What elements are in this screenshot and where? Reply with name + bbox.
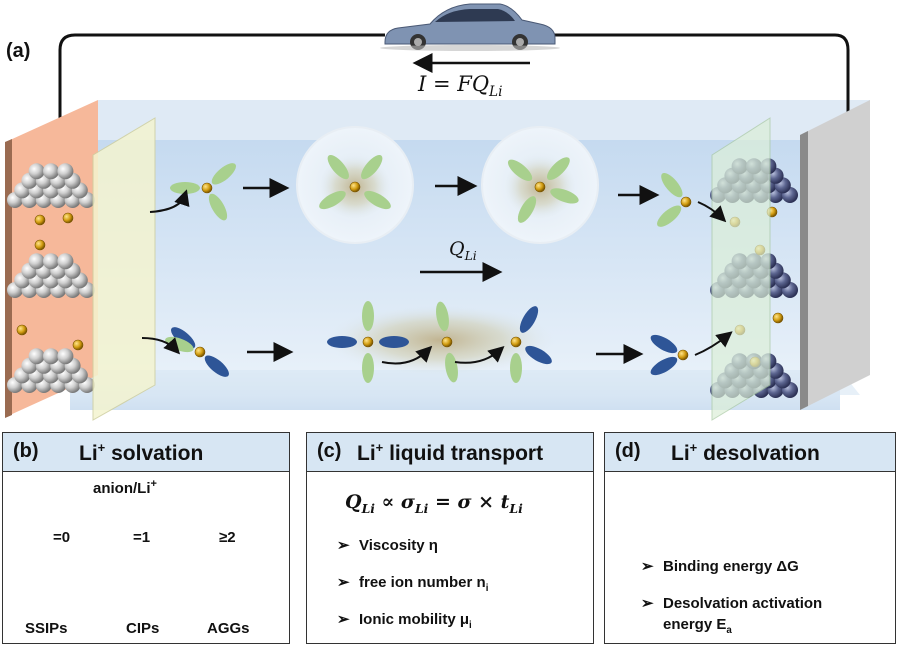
li-ion-icon <box>534 181 546 193</box>
panel-c-title: Li+ liquid transport <box>357 440 544 465</box>
anion-icon <box>650 356 678 376</box>
li-ion-icon <box>362 336 374 348</box>
anion-icon <box>327 336 357 348</box>
panel-d: (d) Li+ desolvation ➢Binding energy ΔG ➢… <box>604 432 896 644</box>
electrolyte-region <box>70 100 870 145</box>
arrow-icon <box>697 201 727 223</box>
car-icon <box>380 3 560 51</box>
electrode-particle <box>57 348 74 365</box>
li-ion-icon <box>680 196 692 208</box>
species-ssips: SSIPs <box>25 620 68 637</box>
external-circuit-wire <box>58 33 850 122</box>
solvent-molecule-icon <box>170 182 200 194</box>
solvent-molecule-icon <box>208 193 228 221</box>
panel-b-title: Li+ solvation <box>79 440 204 465</box>
factor-free-ion-number: ➢free ion number ni <box>337 574 489 594</box>
transport-formula: QLi ∝ σLi = σ × tLi <box>345 491 523 516</box>
solvent-molecule-icon <box>510 353 522 383</box>
electrode-particle <box>28 253 45 270</box>
electrode-particle <box>57 253 74 270</box>
li-ion-icon <box>194 346 206 358</box>
ratio-level-0: =0 <box>53 529 71 546</box>
li-ion-icon <box>349 181 361 193</box>
arrow-icon <box>381 345 433 365</box>
ratio-label: anion/Li+ <box>93 478 157 497</box>
panel-b: (b) Li+ solvation anion/Li+ =0 =1 ≥2 SSI… <box>2 432 290 644</box>
panel-a-label: (a) <box>6 40 31 62</box>
solvent-molecule-icon <box>436 301 449 332</box>
solvent-molecule-icon <box>211 163 236 185</box>
anion-icon <box>650 334 678 354</box>
arrow-icon <box>149 189 190 213</box>
li-ion-icon <box>34 239 46 251</box>
anode-particles <box>7 163 95 393</box>
li-ion-icon <box>201 182 213 194</box>
solvent-molecule-icon <box>362 301 374 331</box>
li-ion-icon <box>772 312 784 324</box>
arrow-icon <box>141 337 181 355</box>
electrode-particle <box>43 348 59 365</box>
factor-ionic-mobility: ➢Ionic mobility μi <box>337 611 472 631</box>
electrode-particle <box>43 163 59 180</box>
cathode-separator <box>711 117 771 421</box>
desolvation-energy-item: ➢Desolvation activation energy Ea <box>641 595 823 636</box>
solvent-molecule-icon <box>661 173 683 198</box>
electrode-particle <box>28 163 45 180</box>
solvent-molecule-icon <box>546 157 570 181</box>
solvent-molecule-icon <box>507 159 533 181</box>
li-ion-icon <box>62 212 74 224</box>
panel-c: (c) Li+ liquid transport QLi ∝ σLi = σ ×… <box>306 432 594 644</box>
binding-energy-item: ➢Binding energy ΔG <box>641 558 799 575</box>
species-aggs: AGGs <box>207 620 250 637</box>
li-ion-icon <box>510 336 522 348</box>
arrow-icon <box>694 331 733 356</box>
solvent-molecule-icon <box>361 154 383 180</box>
electrolyte-floor <box>70 370 860 395</box>
solvent-molecule-icon <box>364 190 391 210</box>
ratio-level-2: ≥2 <box>219 529 236 546</box>
anion-icon <box>204 355 229 377</box>
panel-d-tag: (d) <box>615 440 641 462</box>
li-ion-icon <box>16 324 28 336</box>
factor-viscosity: ➢Viscosity η <box>337 537 438 554</box>
solvent-molecule-icon <box>327 154 349 180</box>
ratio-level-1: =1 <box>133 529 151 546</box>
electrode-particle <box>28 348 45 365</box>
li-ion-icon <box>441 336 453 348</box>
anion-icon <box>379 336 409 348</box>
anion-icon <box>519 306 539 333</box>
solvent-molecule-icon <box>657 205 682 227</box>
solvent-molecule-icon <box>445 352 458 383</box>
current-equation: I = FQLi <box>418 72 503 101</box>
li-ion-icon <box>72 339 84 351</box>
species-cips: CIPs <box>126 620 160 637</box>
anode-separator <box>92 117 156 421</box>
panel-d-title: Li+ desolvation <box>671 440 820 465</box>
flux-label: QLi <box>449 238 477 263</box>
li-ion-icon <box>677 349 689 361</box>
li-ion-icon <box>34 214 46 226</box>
anion-icon <box>525 345 552 365</box>
arrow-icon <box>454 346 505 364</box>
panel-b-tag: (b) <box>13 440 39 462</box>
panel-c-tag: (c) <box>317 440 342 462</box>
cathode-collector <box>800 100 870 410</box>
electrode-particle <box>57 163 74 180</box>
electrode-particle <box>43 253 59 270</box>
solvent-molecule-icon <box>550 188 579 204</box>
solvent-molecule-icon <box>362 353 374 383</box>
solvent-molecule-icon <box>517 196 537 223</box>
solvent-molecule-icon <box>319 190 346 210</box>
